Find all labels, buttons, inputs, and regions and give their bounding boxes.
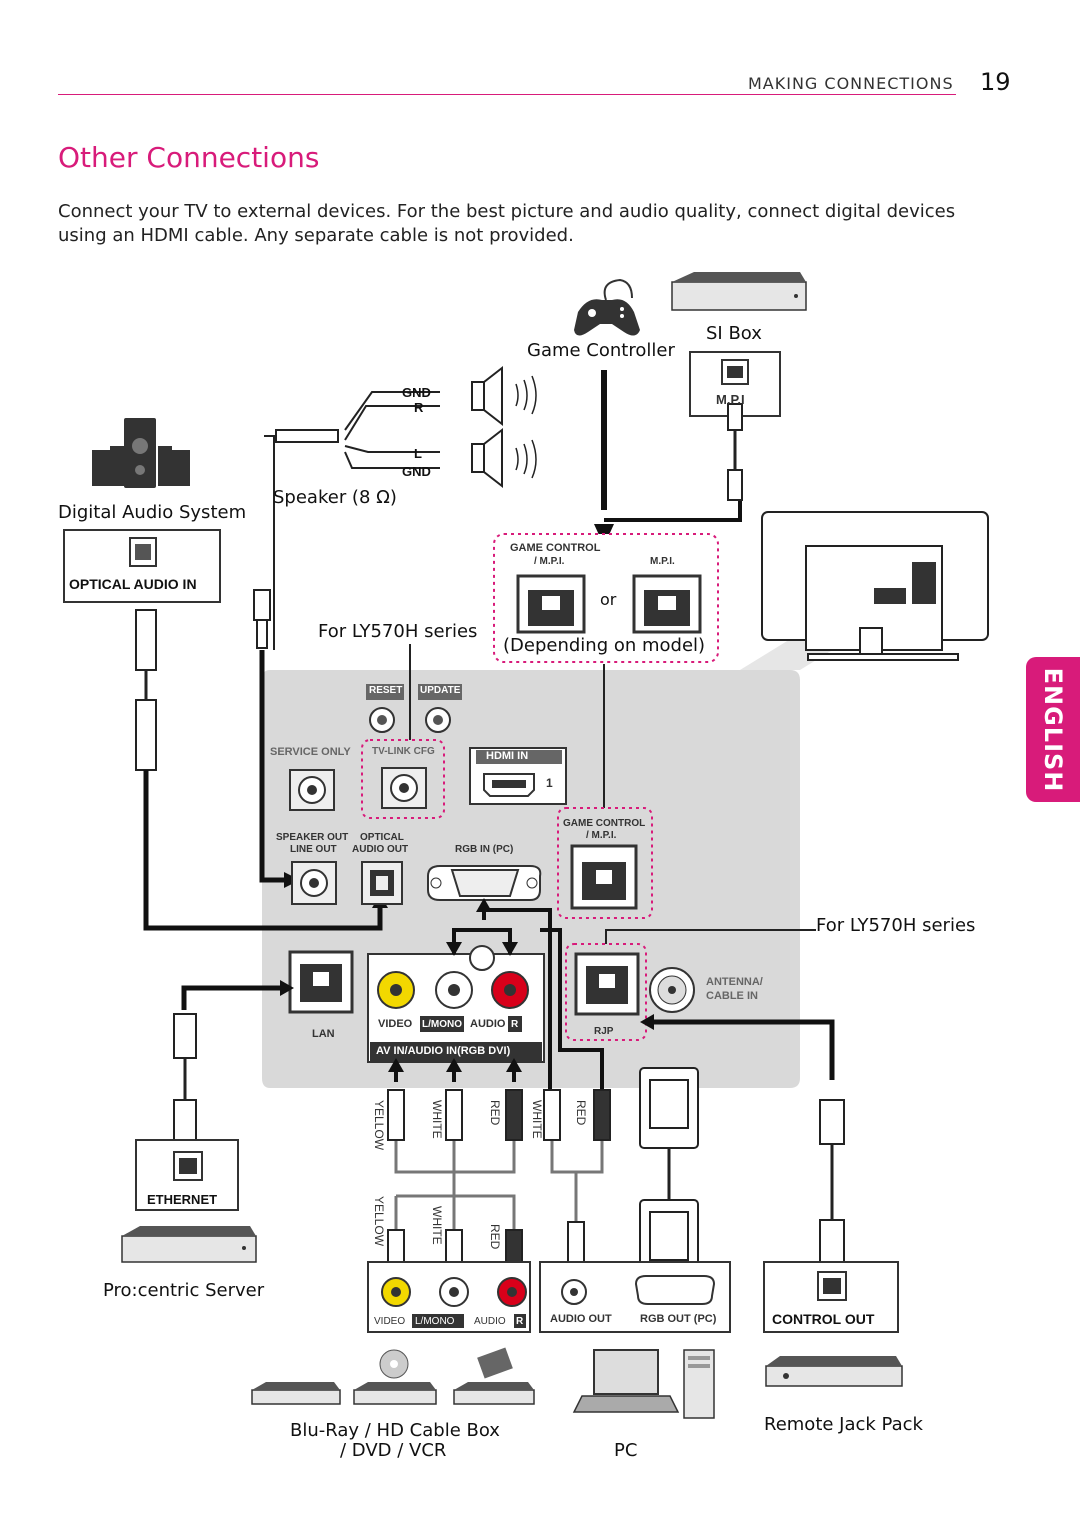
audio-system-icon <box>92 418 190 488</box>
or-label: or <box>600 590 617 609</box>
pc-rgb-out-label: RGB OUT (PC) <box>640 1313 717 1325</box>
tvlink-cfg-label: TV-LINK CFG <box>372 746 435 757</box>
pc-audio-out-label: AUDIO OUT <box>550 1313 612 1325</box>
language-tab: ENGLISH <box>1026 657 1080 802</box>
mpi-callout-label: M.P.I. <box>650 556 675 567</box>
antenna-label: ANTENNA/ <box>706 976 763 988</box>
control-out-label: CONTROL OUT <box>772 1311 875 1327</box>
game-control-callout-label: GAME CONTROL <box>510 542 601 554</box>
gnd-label-top: GND <box>402 385 431 400</box>
r-audio-label: R <box>511 1019 519 1030</box>
page-title: Other Connections <box>58 141 320 174</box>
server-label: Pro:centric Server <box>103 1280 265 1301</box>
av-in-label: AV IN/AUDIO IN(RGB DVI) <box>376 1045 511 1057</box>
si-box-icon <box>671 272 807 311</box>
digital-audio-label: Digital Audio System <box>58 502 247 523</box>
l-mono-label: L/MONO <box>422 1019 462 1030</box>
update-label: UPDATE <box>420 685 461 696</box>
intro-paragraph: Connect your TV to external devices. For… <box>58 201 956 246</box>
panel-mpi-label: / M.P.I. <box>586 830 617 841</box>
lan-label: LAN <box>312 1028 335 1040</box>
section-title: MAKING CONNECTIONS <box>748 74 954 93</box>
remote-jack-label: Remote Jack Pack <box>764 1414 923 1435</box>
l-label: L <box>414 446 422 461</box>
rjp-label: RJP <box>594 1026 614 1037</box>
speaker-icon-top <box>471 365 537 427</box>
bluray-icon <box>251 1382 341 1405</box>
cable-label-red-3: RED <box>488 1224 502 1250</box>
ly570h-label-top: For LY570H series <box>318 621 478 642</box>
depending-label: (Depending on model) <box>503 635 706 656</box>
pc-tower-icon <box>683 1349 715 1419</box>
game-control-callout-sub: / M.P.I. <box>534 556 565 567</box>
cable-label-yellow-3: YELLOW <box>372 1196 386 1247</box>
cable-label-red-2: RED <box>574 1100 588 1126</box>
cable-label-white-3: WHITE <box>430 1206 444 1245</box>
server-icon <box>121 1226 257 1263</box>
src-l-mono-label: L/MONO <box>415 1316 455 1327</box>
reset-label: RESET <box>369 685 403 696</box>
hdmi-number: 1 <box>546 776 553 790</box>
speaker-wiring <box>264 391 440 650</box>
optical-label: OPTICAL <box>360 832 404 843</box>
game-controller-label: Game Controller <box>527 340 675 361</box>
game-controller-icon <box>574 278 640 336</box>
dvd-vcr-label: / DVD / VCR <box>340 1440 447 1461</box>
pc-label: PC <box>614 1440 638 1461</box>
panel-game-control-label: GAME CONTROL <box>563 818 646 829</box>
r-label: R <box>414 400 424 415</box>
audio-out-label: AUDIO OUT <box>352 844 409 855</box>
si-box-label: SI Box <box>706 323 762 344</box>
ethernet-label: ETHERNET <box>147 1192 218 1207</box>
audio-label: AUDIO <box>470 1018 506 1030</box>
src-audio-label: AUDIO <box>474 1316 506 1327</box>
rca-plugs <box>387 1089 611 1271</box>
vcr-icon <box>453 1347 535 1405</box>
line-out-label: LINE OUT <box>290 844 337 855</box>
cable-in-label: CABLE IN <box>706 990 758 1002</box>
dvd-icon <box>353 1349 437 1405</box>
pc-laptop-icon <box>572 1349 680 1413</box>
mpi-port-label: M.P.I <box>716 392 745 407</box>
hdmi-in-label: HDMI IN <box>486 750 529 762</box>
cable-label-white: WHITE <box>430 1100 444 1139</box>
ly570h-label-right: For LY570H series <box>816 915 976 936</box>
header-divider <box>58 94 956 95</box>
remote-jack-icon <box>765 1356 903 1387</box>
speaker-icon-bottom <box>471 427 537 489</box>
page-number: 19 <box>980 68 1011 96</box>
cable-label-red: RED <box>488 1100 502 1126</box>
src-r-label: R <box>516 1316 524 1327</box>
speaker-label: Speaker (8 Ω) <box>273 487 397 508</box>
service-only-label: SERVICE ONLY <box>270 746 351 758</box>
speaker-out-label: SPEAKER OUT <box>276 832 349 843</box>
cable-label-yellow: YELLOW <box>372 1100 386 1151</box>
src-video-label: VIDEO <box>374 1316 406 1327</box>
video-label: VIDEO <box>378 1018 413 1030</box>
optical-audio-in-label: OPTICAL AUDIO IN <box>69 576 197 592</box>
rgb-in-label: RGB IN (PC) <box>455 844 514 855</box>
cable-label-white-2: WHITE <box>530 1100 544 1139</box>
bluray-label: Blu-Ray / HD Cable Box <box>290 1420 500 1441</box>
gnd-label-bottom: GND <box>402 464 431 479</box>
